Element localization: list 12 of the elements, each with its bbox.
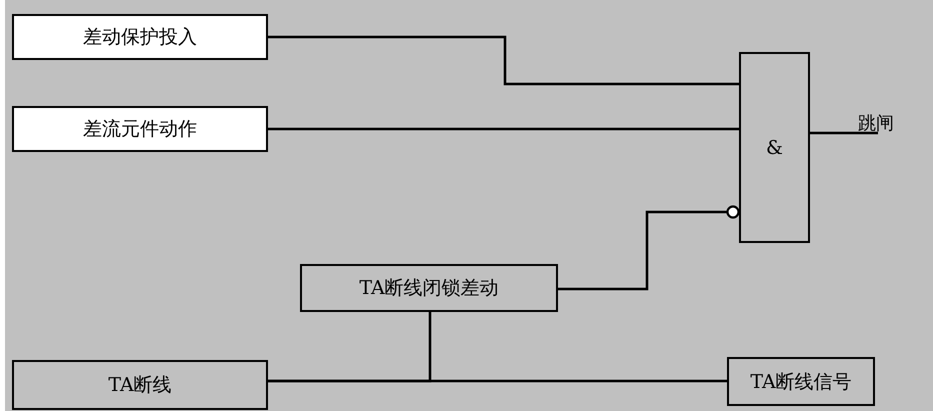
inverted-connector (558, 205, 740, 290)
output-box: TA断线信号 (727, 357, 875, 406)
output-label: 跳闸 (858, 112, 914, 134)
input-box: TA断线 (12, 360, 268, 410)
connector (268, 128, 739, 130)
and-gate: & (739, 52, 810, 243)
connector (268, 36, 739, 86)
input-box: 差动保护投入 (12, 14, 268, 60)
connector (268, 312, 432, 382)
logic-box: TA断线闭锁差动 (300, 264, 558, 312)
connector (810, 132, 878, 134)
input-box: 差流元件动作 (12, 106, 268, 152)
